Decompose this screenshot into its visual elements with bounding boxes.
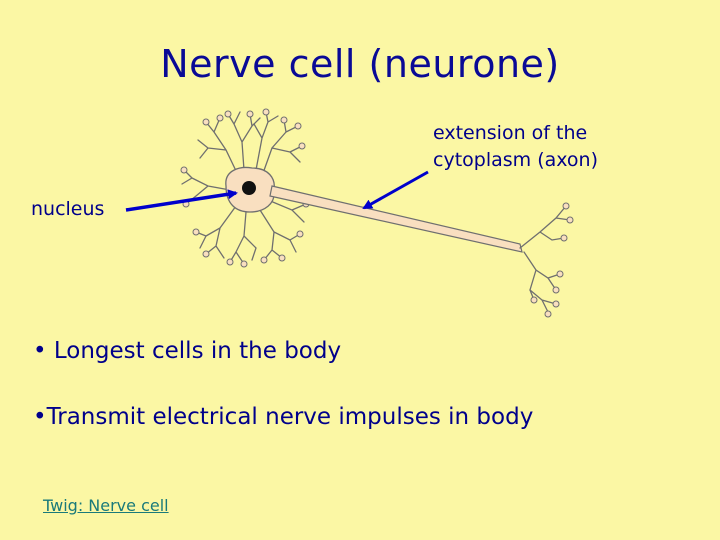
slide-title: Nerve cell (neurone) <box>160 42 560 86</box>
terminal-knobs <box>530 202 574 318</box>
nucleus-dot <box>242 181 256 195</box>
axon-label-line1: extension of the <box>433 122 588 144</box>
dendrite-tips <box>180 108 310 268</box>
axon-label-line2: cytoplasm (axon) <box>433 149 598 171</box>
axon-terminals <box>519 205 571 313</box>
axon-arrow <box>362 170 429 210</box>
dendrites <box>181 111 307 265</box>
bullet-transmit-impulses: •Transmit electrical nerve impulses in b… <box>33 404 534 430</box>
axon-label: extension of the cytoplasm (axon) <box>433 120 598 174</box>
bullet-longest-cells: • Longest cells in the body <box>33 338 342 364</box>
nucleus-arrow <box>125 189 238 212</box>
twig-nerve-cell-link[interactable]: Twig: Nerve cell <box>43 496 169 515</box>
axon <box>269 185 523 253</box>
nucleus-label: nucleus <box>31 198 105 220</box>
